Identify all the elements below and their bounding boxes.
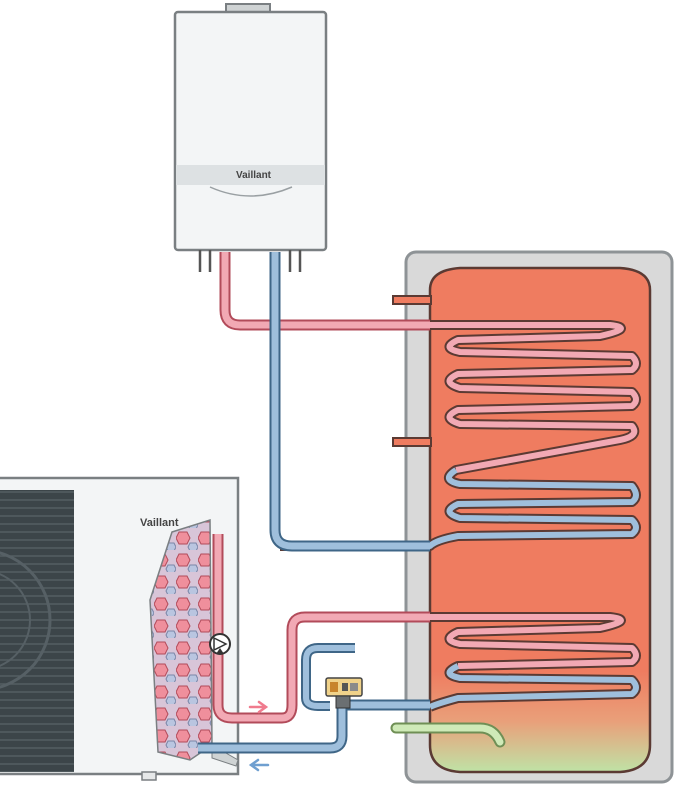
- boiler-flow-pipe: [219, 252, 430, 331]
- flow-arrow-icon: [248, 700, 269, 714]
- boiler-brand-label: Vaillant: [236, 170, 272, 181]
- pump-icon: [209, 633, 231, 655]
- heat-pump-outdoor-unit: Vaillant: [0, 476, 240, 781]
- upper-heating-coil: [280, 320, 641, 551]
- boiler-control-band: [176, 165, 325, 185]
- boiler-return-pipe: [269, 252, 430, 552]
- return-arrow-icon: [248, 758, 270, 772]
- heat-exchanger: [149, 518, 213, 761]
- bypass-pipe: [301, 643, 355, 711]
- heat-pump-flow-pipe: [212, 534, 430, 724]
- lower-heating-coil: [427, 612, 641, 712]
- boiler-connection-stubs: [198, 250, 302, 272]
- cold-water-inlet-pipe: [390, 722, 506, 748]
- valve-icon: [325, 677, 363, 709]
- fan-icon: [0, 551, 52, 689]
- boiler-panel-curve: [209, 186, 293, 197]
- boiler-casing: [173, 10, 328, 252]
- heat-pump-fan-grille: [0, 490, 74, 772]
- heat-pump-return-pipe: [198, 699, 430, 754]
- gas-boiler: Vaillant: [173, 3, 328, 272]
- heat-pump-brand-label: Vaillant: [140, 517, 179, 529]
- cylinder-ports: [392, 295, 432, 447]
- heat-pump-foot: [141, 771, 157, 781]
